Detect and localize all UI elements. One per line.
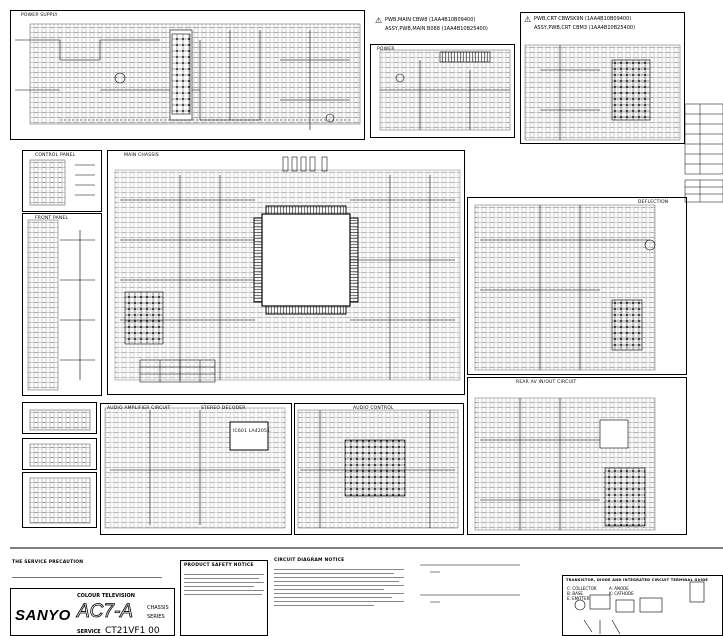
rear-av-title: REAR AV IN/OUT CIRCUIT: [516, 380, 577, 385]
service-precaution-title: THE SERVICE PRECAUTION: [12, 560, 84, 565]
control-panel-box: CONTROL PANEL: [22, 150, 102, 212]
front-panel-wiring: [27, 219, 95, 391]
side-panel-b: [22, 438, 97, 470]
rear-av-wiring: [474, 397, 656, 531]
audio-control-wiring: [297, 409, 459, 529]
series-label: SERIES: [147, 614, 165, 620]
guide-anode: A: ANODE: [609, 586, 629, 591]
side-panel-a: [22, 402, 97, 434]
circuit-notes-lines: [274, 566, 404, 609]
main-chassis-title: MAIN CHASSIS: [124, 153, 159, 158]
power-supply-panel: POWER SUPPLY: [10, 10, 365, 140]
rear-av-box: REAR AV IN/OUT CIRCUIT: [467, 377, 687, 535]
guide-emitter: E: EMITTER: [567, 596, 590, 601]
audio-amp-box: AUDIO AMPLIFIER CIRCUIT STEREO DECODER I…: [100, 403, 292, 535]
power-supply-title: POWER SUPPLY: [21, 13, 58, 18]
terminal-guide-title: TRANSISTOR, DIODE AND INTEGRATED CIRCUIT…: [566, 578, 709, 582]
brand-logo: SANYO: [15, 607, 71, 624]
control-panel-title: CONTROL PANEL: [35, 153, 76, 158]
warning-pwb-crt: PWB,CRT CBWSK9N (1AA4B10B09400): [534, 16, 632, 22]
audio-amp-title: AUDIO AMPLIFIER CIRCUIT: [107, 406, 171, 411]
crt-panel: ⚠ PWB,CRT CBWSK9N (1AA4B10B09400) ASSY,P…: [520, 12, 685, 144]
guide-cathode: K: CATHODE: [609, 591, 634, 596]
warning-assy-main: ASSY,PWB,MAIN B088 (1AA4B10B25400): [385, 26, 488, 32]
front-panel-title: FRONT PANEL: [35, 216, 69, 221]
ic601-label: IC601 LA42051: [233, 429, 271, 434]
footer-graphics: [10, 547, 723, 635]
warning-icon-crt: ⚠: [524, 15, 532, 24]
main-chassis-box: MAIN CHASSIS: [107, 150, 465, 395]
deflection-box: DEFLECTION: [467, 197, 687, 375]
chassis-label: CHASSIS: [147, 605, 169, 611]
main-warning-label: ⚠ PWB,MAIN CBW8 (1AA4B10B09400) ASSY,PWB…: [373, 14, 513, 42]
safety-notice-box: PRODUCT SAFETY NOTICE: [180, 560, 268, 636]
terminal-guide-box: TRANSISTOR, DIODE AND INTEGRATED CIRCUIT…: [562, 575, 723, 636]
warning-pwb-main: PWB,MAIN CBW8 (1AA4B10B09400): [385, 17, 476, 23]
right-table: [684, 103, 723, 203]
product-label: COLOUR TELEVISION: [77, 593, 135, 599]
safety-notice-lines: [184, 571, 264, 598]
stereo-decoder-title: STEREO DECODER: [201, 406, 246, 411]
side-panel-c: [22, 472, 97, 528]
power-block-wiring: [379, 49, 511, 131]
audio-control-box: AUDIO CONTROL: [294, 403, 464, 535]
deflection-title: DEFLECTION: [638, 200, 669, 205]
power-panel: POWER: [370, 44, 515, 138]
audio-control-title: AUDIO CONTROL: [353, 406, 394, 411]
model-number: CT21VF1 00: [105, 626, 160, 636]
circuit-notes-title: CIRCUIT DIAGRAM NOTICE: [274, 558, 345, 563]
title-block: SANYO COLOUR TELEVISION AC7-A CHASSIS SE…: [10, 588, 175, 636]
chassis-code: AC7-A: [77, 601, 134, 623]
main-ic: [253, 205, 359, 315]
power-title: POWER: [377, 47, 395, 52]
warning-icon: ⚠: [375, 16, 383, 25]
side-panels: [29, 409, 91, 524]
crt-block-wiring: [524, 44, 681, 141]
service-precaution-text: [12, 566, 172, 586]
audio-amp-wiring: [104, 407, 286, 529]
service-label: SERVICE: [77, 629, 101, 635]
safety-notice-title: PRODUCT SAFETY NOTICE: [184, 563, 254, 568]
front-panel-box: FRONT PANEL: [22, 213, 102, 396]
deflection-wiring: [474, 204, 656, 371]
guide-collector: C: COLLECTOR: [567, 586, 597, 591]
guide-base: B: BASE: [567, 591, 583, 596]
warning-assy-crt: ASSY,PWB,CRT CBM3 (1AA4B10B25400): [534, 25, 636, 31]
control-panel-wiring: [29, 159, 95, 206]
power-supply-wiring: [15, 23, 361, 130]
